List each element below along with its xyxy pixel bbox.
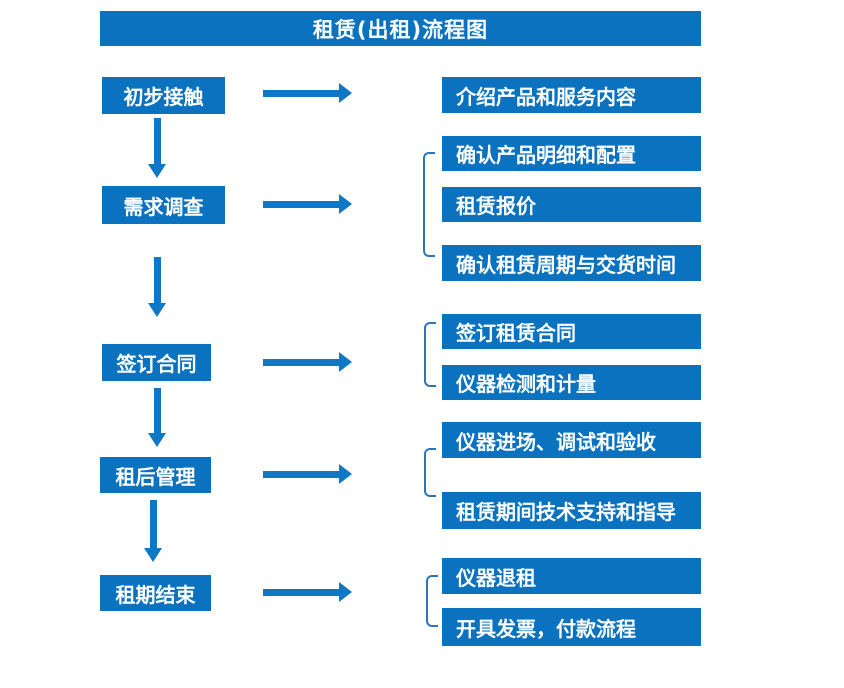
bracket-connector [423, 152, 435, 257]
arrow-head [339, 352, 352, 372]
detail-box-introduce-products: 介绍产品和服务内容 [442, 77, 701, 113]
arrow-head [339, 464, 352, 484]
arrow-right-icon [263, 194, 353, 214]
bracket-connector [426, 575, 438, 627]
detail-box-rental-quotation: 租赁报价 [442, 187, 701, 222]
arrow-right-icon [263, 83, 353, 103]
arrow-down-icon [148, 257, 166, 317]
arrow-shaft [263, 359, 339, 366]
arrow-head [148, 303, 166, 317]
arrow-shaft [263, 471, 339, 478]
arrow-head [144, 548, 162, 562]
flowchart-title: 租赁(出租)流程图 [100, 11, 701, 46]
arrow-right-icon [263, 582, 353, 602]
detail-box-confirm-period-delivery: 确认租赁周期与交货时间 [442, 245, 701, 281]
step-box-rental-end: 租期结束 [100, 575, 211, 611]
arrow-shaft [263, 201, 339, 208]
arrow-shaft [263, 589, 339, 596]
arrow-head [339, 194, 352, 214]
detail-box-confirm-product-config: 确认产品明细和配置 [442, 136, 701, 171]
arrow-right-icon [263, 352, 353, 372]
arrow-down-icon [144, 500, 162, 562]
step-box-demand-survey: 需求调查 [102, 186, 225, 224]
detail-box-invoice-payment: 开具发票，付款流程 [442, 608, 701, 646]
detail-box-instrument-return: 仪器退租 [442, 558, 701, 594]
arrow-down-icon [148, 118, 166, 178]
arrow-head [339, 83, 352, 103]
arrow-head [148, 164, 166, 178]
detail-box-instrument-testing: 仪器检测和计量 [442, 365, 701, 400]
arrow-shaft [150, 500, 157, 548]
arrow-shaft [263, 90, 339, 97]
arrow-shaft [154, 118, 161, 164]
arrow-head [339, 582, 352, 602]
step-box-initial-contact: 初步接触 [102, 77, 225, 114]
detail-box-sign-rental-contract: 签订租赁合同 [442, 314, 701, 349]
arrow-shaft [154, 388, 161, 433]
arrow-head [148, 433, 166, 447]
arrow-right-icon [263, 464, 353, 484]
bracket-connector [424, 322, 436, 387]
step-box-post-rental-management: 租后管理 [100, 457, 211, 493]
bracket-connector [424, 448, 436, 497]
arrow-shaft [154, 257, 161, 303]
detail-box-instrument-setup-acceptance: 仪器进场、调试和验收 [442, 422, 701, 458]
detail-box-tech-support: 租赁期间技术支持和指导 [442, 492, 701, 529]
step-box-sign-contract: 签订合同 [102, 344, 211, 381]
arrow-down-icon [148, 388, 166, 447]
